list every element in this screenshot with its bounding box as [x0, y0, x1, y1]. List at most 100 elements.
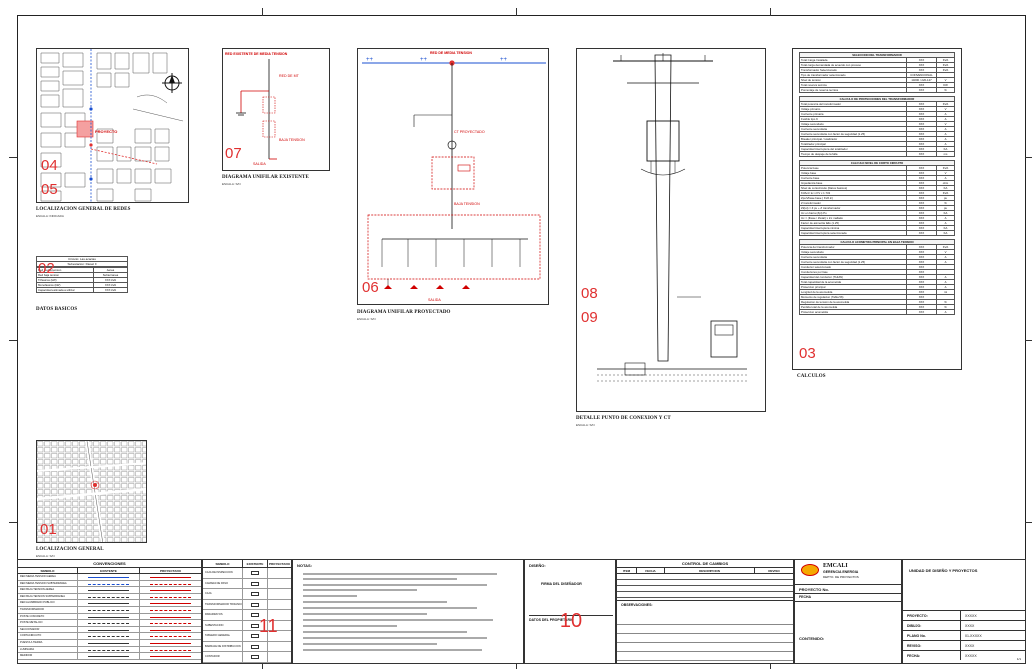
right-info-block: UNIDAD DE DISEÑO Y PROYECTOS PROYECTO:XX… — [902, 559, 1026, 664]
convention-row: PARARRAYOS — [203, 610, 291, 621]
existing-single-line-diagram[interactable]: RED EXISTENTE DE MEDIA TENSION RED DE MT… — [222, 48, 330, 171]
existing-diagram-scale: ESCALA: S/N — [222, 182, 241, 186]
projected-symbol — [140, 607, 201, 613]
existing-symbol — [78, 620, 140, 626]
projected-symbol — [140, 587, 201, 593]
existing-symbol — [243, 589, 268, 599]
basic-data-table: Circuito: Las acacias Subestacion: Diese… — [36, 256, 128, 298]
frame-tick — [9, 522, 17, 523]
convention-label: CAJA — [203, 589, 243, 599]
existing-symbol — [78, 633, 140, 639]
existing-symbol — [78, 574, 140, 580]
section-number-01: 01 — [40, 521, 57, 538]
section-number-02: 02 — [38, 260, 55, 277]
existing-symbol — [243, 641, 268, 651]
convention-row: CAMARA DE PASO — [203, 578, 291, 589]
emcali-department: DEPTO. DE PROYECTOS — [823, 575, 859, 579]
svg-text:++: ++ — [500, 57, 508, 63]
existing-diagram-title: DIAGRAMA UNIFILAR EXISTENTE — [222, 175, 309, 180]
convention-label: RED BAJA TENSION AEREA — [18, 587, 78, 593]
general-location-map[interactable]: 01 — [36, 440, 147, 543]
frame-tick — [770, 8, 771, 16]
designer-signature-label: FIRMA DEL DISEÑADOR — [541, 582, 582, 586]
convention-label: CORTACIRCUITO — [18, 633, 78, 639]
conventions-title: CONVENCIONES — [18, 560, 201, 568]
frame-tick — [1025, 522, 1032, 523]
convention-label: TRANSFORMADOR — [18, 606, 78, 613]
convention-row: CORTACIRCUITO — [18, 633, 201, 640]
convention-row: SECCIONADOR — [18, 626, 201, 634]
svg-text:++: ++ — [420, 57, 428, 63]
basic-data-cell: XXX kVA — [93, 287, 128, 293]
svg-text:BAJA TENSION: BAJA TENSION — [279, 138, 305, 142]
frame-tick — [770, 663, 771, 669]
existing-symbol — [243, 610, 268, 620]
calc-value: CONVENCIONAL — [906, 72, 937, 78]
projected-diagram-svg: ++ ++ ++ CT PROYECTADO BAJA TENSION SALI… — [362, 57, 546, 302]
section-number-06: 06 — [362, 279, 379, 296]
svg-text:RED DE MT: RED DE MT — [279, 74, 300, 78]
section-number-04: 04 — [41, 157, 58, 174]
emcali-logo-icon — [801, 564, 819, 576]
right-info-value: XXXX — [965, 624, 975, 628]
right-info-row: REVISO:XXXX — [903, 640, 1025, 650]
frame-tick — [1025, 157, 1032, 158]
convention-row: RED BAJA TENSION SUBTERRANEA — [18, 593, 201, 601]
emcali-logo-text: EMCALI — [823, 563, 848, 569]
connection-point-detail[interactable]: 08 09 — [576, 48, 766, 412]
convention-label: LUMINARIA — [18, 646, 78, 653]
right-info-key: DIBUJO: — [903, 621, 961, 630]
projected-symbol — [140, 633, 201, 639]
convention-row: CAJA — [203, 589, 291, 600]
convention-row: CAJA DE INSPECCION — [203, 568, 291, 579]
city-map-svg — [37, 441, 146, 542]
network-location-title: LOCALIZACION GENERAL DE REDES — [36, 207, 131, 212]
convention-row: RED BAJA TENSION AEREA — [18, 587, 201, 594]
change-control-panel: CONTROL DE CAMBIOS ITEM FECHA DESCRIPCIO… — [616, 559, 794, 664]
existing-symbol — [78, 653, 140, 659]
existing-symbol — [78, 646, 140, 653]
conv-col-header: EXISTENTE — [78, 568, 140, 573]
section-number-07: 07 — [225, 145, 242, 162]
basic-data-cell: Capacidad estimada a utilizar — [36, 287, 94, 293]
substation-name: Subestacion: Diesel II — [36, 262, 128, 267]
convention-row: RED MEDIA TENSION AEREA — [18, 574, 201, 581]
svg-text:BAJA TENSION: BAJA TENSION — [454, 202, 480, 206]
notes-text-lines — [303, 573, 497, 651]
convention-row: POSTE CONCRETO — [18, 613, 201, 621]
calculations-title: CALCULOS — [797, 374, 826, 379]
design-title: DISEÑO: — [529, 563, 546, 568]
projected-symbol — [140, 653, 201, 659]
svg-text:++: ++ — [366, 57, 374, 63]
convention-row: CONTADOR — [203, 652, 291, 663]
protection-calc-table: CALCULO DE PROTECCIONES DEL TRANSFORMADO… — [799, 96, 955, 157]
emcali-division: GERENCIA ENERGIA — [823, 570, 859, 574]
change-control-title: CONTROL DE CAMBIOS — [617, 560, 793, 568]
right-info-key: PLANO No. — [903, 631, 961, 640]
existing-symbol — [78, 580, 140, 587]
right-info-value: XXXX — [965, 644, 975, 648]
conv2-col-header: EXISTENTE — [243, 560, 268, 567]
projected-symbol — [140, 581, 201, 587]
projected-symbol — [140, 574, 201, 580]
calc-unit: KA — [936, 230, 955, 236]
section-number-10: 10 — [559, 610, 583, 632]
existing-symbol — [78, 600, 140, 606]
network-location-map[interactable]: PROYECTO 04 05 — [36, 48, 189, 203]
projected-single-line-diagram[interactable]: RED DE MEDIA TENSION ++ ++ ++ CT PROYECT… — [357, 48, 549, 305]
existing-symbol — [243, 631, 268, 641]
existing-symbol — [78, 587, 140, 593]
convention-row: RED MEDIA TENSION SUBTERRANEA — [18, 580, 201, 588]
convention-label: RED MEDIA TENSION AEREA — [18, 574, 78, 580]
general-location-title: LOCALIZACION GENERAL — [36, 547, 104, 552]
existing-symbol — [243, 652, 268, 662]
projected-symbol — [140, 640, 201, 646]
observations-label: OBSERVACIONES: — [621, 603, 653, 607]
existing-symbol — [78, 613, 140, 620]
calc-value: XXX — [906, 309, 937, 315]
conventions-panel: CONVENCIONES SIMBOLO EXISTENTE PROYECTAD… — [17, 559, 202, 664]
calc-param: Proteccion acometida — [799, 309, 907, 315]
